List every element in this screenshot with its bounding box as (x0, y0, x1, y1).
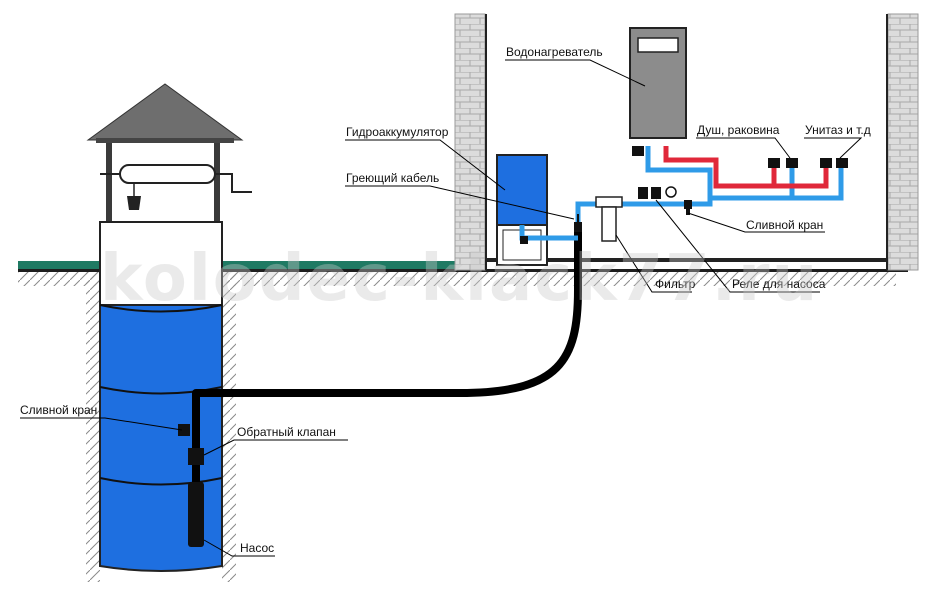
house-wall-inner-right (886, 14, 888, 270)
label-pump: Насос (240, 541, 274, 555)
leader-drain-valve-well (20, 417, 183, 431)
well-roof (86, 83, 244, 141)
pump-relay-icon-b (651, 187, 661, 199)
cold-water-pipes (575, 146, 844, 232)
label-toilet: Унитаз и т.д (805, 123, 871, 137)
label-water-heater: Водонагреватель (506, 45, 603, 59)
label-pump-relay: Реле для насоса (732, 277, 826, 291)
supply-hose (192, 222, 582, 545)
house-equipment (574, 186, 692, 242)
label-heating-cable: Греющий кабель (346, 171, 439, 185)
leader-water-heater (505, 59, 646, 87)
heater-inlet-valve-icon (632, 146, 644, 156)
drain-valve-well-icon (182, 424, 190, 436)
filter-head (595, 196, 623, 208)
hot-pipe-toilet (774, 166, 829, 189)
well-roof-eave (96, 138, 234, 143)
ground-strip (18, 261, 458, 269)
cold-pipe-riser (645, 146, 713, 198)
label-drain-valve-well: Сливной кран (20, 403, 97, 417)
leader-shower (696, 137, 791, 159)
label-drain-valve-house: Сливной кран (746, 218, 823, 232)
watermark: kolodec-klack77.ru (100, 242, 819, 316)
label-accumulator: Гидроаккумулятор (346, 125, 449, 139)
accumulator-unit (496, 154, 578, 266)
house-wall-inner-left (485, 14, 487, 270)
leader-toilet (804, 137, 863, 159)
windlass-handle (215, 173, 252, 193)
house-floor (485, 258, 888, 262)
leader-pump-relay (655, 199, 820, 293)
label-check-valve: Обратный клапан (237, 425, 336, 439)
brick-wall-left (454, 13, 486, 271)
soil-hatching-well-right (222, 272, 236, 582)
fixtures (632, 146, 848, 168)
hot-pipe (663, 146, 777, 189)
house (454, 13, 919, 271)
hose (192, 222, 582, 545)
shower-cold-valve-icon (786, 158, 798, 168)
well-post-left (106, 143, 112, 223)
check-valve-icon (188, 448, 204, 465)
pump-relay-icon-a (638, 187, 648, 199)
toilet-hot-valve-icon (820, 158, 832, 168)
label-shower-sink: Душ, раковина (697, 123, 780, 137)
leader-accumulator (345, 139, 506, 191)
filter-body (601, 206, 617, 242)
bucket-icon (127, 196, 141, 210)
well-post-right (214, 143, 220, 223)
leader-filter (615, 234, 692, 293)
soil-hatching-left (18, 272, 100, 286)
leader-lines (20, 59, 863, 557)
leader-pump (203, 539, 275, 557)
leader-drain-valve-house (687, 212, 825, 233)
accumulator-valve-icon (520, 236, 528, 244)
water-heater-display (637, 37, 679, 53)
leader-heating-cable (345, 185, 575, 220)
soil-hatching-well-left (86, 272, 100, 582)
brick-wall-right (887, 13, 919, 271)
drain-valve-house-icon (684, 200, 692, 209)
well-shaft-top (99, 221, 223, 311)
toilet-cold-valve-icon (836, 158, 848, 168)
pump-icon (188, 482, 204, 547)
label-filter: Фильтр (655, 277, 696, 291)
well-ring-3 (99, 477, 223, 486)
pressure-gauge-icon (665, 186, 677, 198)
soil-hatching-right (226, 272, 896, 286)
labels: Водонагреватель Гидроаккумулятор Греющий… (20, 45, 871, 555)
shower-hot-valve-icon (768, 158, 780, 168)
well-ring-1 (99, 304, 223, 313)
well-windlass (119, 164, 216, 184)
heating-cable-icon (574, 222, 582, 232)
drain-valve-house-stem (686, 209, 690, 215)
hot-water-pipes (663, 146, 829, 189)
leader-check-valve (203, 439, 348, 456)
